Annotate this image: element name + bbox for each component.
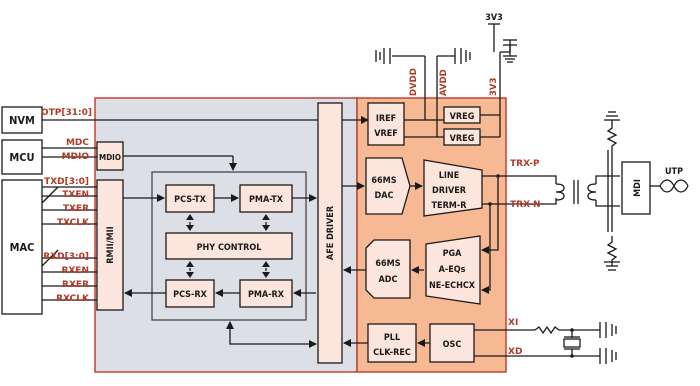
xd-label: XD xyxy=(508,347,522,357)
afe-driver-block xyxy=(317,102,343,364)
vreg-2-label: VREG xyxy=(450,134,475,144)
rmii-block-label: RMII/MII xyxy=(106,226,116,263)
txen-signal-label: TXEN xyxy=(62,190,89,200)
otp-signal-label: OTP[31:0] xyxy=(41,108,92,118)
pga-block xyxy=(425,235,481,305)
pma-tx-block xyxy=(239,184,293,213)
txclk-signal-label: TXCLK xyxy=(57,218,90,228)
phy-control-label: PHY CONTROL xyxy=(197,243,262,253)
dvdd-label: DVDD xyxy=(409,68,419,96)
dac-label-2: DAC xyxy=(375,191,394,201)
termination-network xyxy=(604,111,620,271)
vref-label: VREF xyxy=(374,129,398,139)
pll-label-2: CLK-REC xyxy=(373,348,411,358)
line-driver-block xyxy=(423,159,483,217)
mac-label: MAC xyxy=(10,241,35,254)
pcs-rx-block xyxy=(165,279,215,308)
pga-label-1: PGA xyxy=(443,249,463,259)
digital-arrows xyxy=(123,155,368,348)
rxen-signal-label: RXEN xyxy=(61,266,89,276)
vreg-1-label: VREG xyxy=(450,112,475,122)
pma-rx-label: PMA-RX xyxy=(248,290,285,300)
isolation-transformer xyxy=(545,175,620,207)
dac-block xyxy=(365,157,411,215)
trx-p-label: TRX-P xyxy=(510,159,540,169)
pga-label-3: NE-ECHCX xyxy=(429,281,476,291)
v33-side-label: 3V3 xyxy=(489,78,499,96)
pcs-tx-block xyxy=(165,184,215,213)
osc-label: OSC xyxy=(443,340,462,350)
pll-label-1: PLL xyxy=(384,333,400,343)
mdio-block xyxy=(96,141,124,171)
digital-core-frame xyxy=(151,171,307,321)
mdi-box xyxy=(621,161,651,215)
line-driver-label-2: DRIVER xyxy=(432,186,467,196)
decoupling-capacitors xyxy=(375,23,517,64)
mcu-label: MCU xyxy=(9,151,34,164)
pma-tx-label: PMA-TX xyxy=(249,195,284,205)
left-signal-lines xyxy=(41,116,369,301)
pll-block xyxy=(367,323,417,363)
rxer-signal-label: RXER xyxy=(62,280,89,290)
avdd-label: AVDD xyxy=(439,69,449,96)
pga-label-2: A-EQs xyxy=(439,265,466,275)
pcs-rx-label: PCS-RX xyxy=(173,290,207,300)
iref-label: IREF xyxy=(376,114,396,124)
xi-label: XI xyxy=(508,318,518,328)
afe-wires xyxy=(392,51,545,357)
adc-label-2: ADC xyxy=(379,275,398,285)
mcu-box xyxy=(1,139,43,175)
nvm-label: NVM xyxy=(9,114,35,127)
rmii-block xyxy=(96,179,124,311)
phy-control-block xyxy=(165,232,293,260)
osc-block xyxy=(429,323,475,363)
pma-rx-block xyxy=(239,279,293,308)
mdio-block-label: MDIO xyxy=(99,153,121,162)
pcs-tx-label: PCS-TX xyxy=(174,195,206,205)
utp-cable-icon xyxy=(659,179,689,193)
rxclk-signal-label: RXCLK xyxy=(56,294,90,304)
adc-label-1: 66MS xyxy=(375,259,400,269)
utp-label: UTP xyxy=(665,167,683,177)
txd-signal-label: TXD[3:0] xyxy=(44,177,89,187)
mdi-label: MDI xyxy=(633,179,643,197)
mac-box xyxy=(1,179,43,315)
rxd-signal-label: RXD[3:0] xyxy=(43,252,89,262)
adc-block xyxy=(365,239,411,299)
line-driver-label-3: TERM-R xyxy=(432,201,468,211)
dac-label-1: 66MS xyxy=(371,176,396,186)
iref-vref-block xyxy=(367,102,405,146)
v33-top-label: 3V3 xyxy=(485,13,503,23)
mdc-signal-label: MDC xyxy=(66,138,89,148)
line-driver-label-1: LINE xyxy=(439,171,459,181)
trx-n-label: TRX-N xyxy=(510,200,541,210)
mdio-signal-label: MDIO xyxy=(62,152,90,162)
txer-signal-label: TXER xyxy=(63,204,89,214)
afe-driver-label: AFE DRIVER xyxy=(326,205,336,260)
crystal-circuit xyxy=(534,322,617,364)
